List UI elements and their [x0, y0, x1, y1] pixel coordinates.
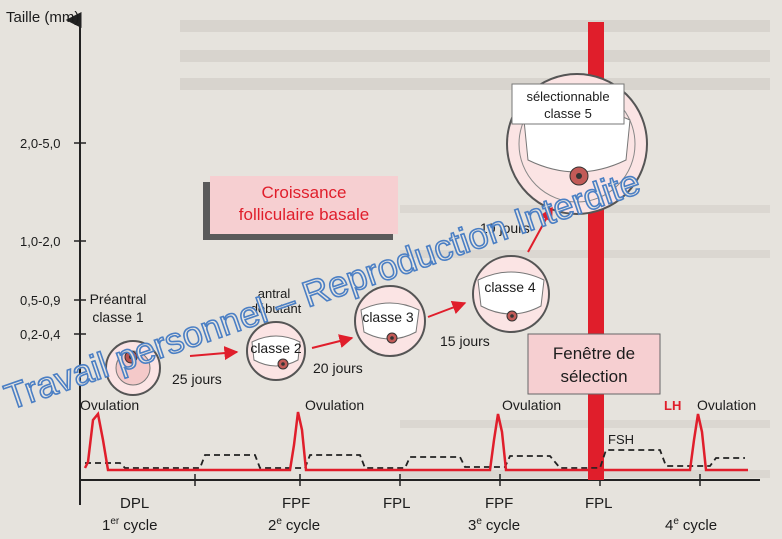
y-tick-label-1: 2,0-5,0	[20, 136, 60, 151]
class-2-label: classe 2	[250, 340, 302, 356]
selection-window-line-2: sélection	[560, 367, 627, 386]
selection-window-box: Fenêtre de sélection	[527, 333, 661, 395]
y-tick-label-3: 0,5-0,9	[20, 293, 60, 308]
follicle-class-3	[354, 285, 426, 357]
ovulation-label-4: Ovulation	[697, 397, 756, 413]
basal-growth-line-2: folliculaire basale	[239, 205, 369, 224]
antral-start-label-1: antral	[258, 286, 291, 301]
arrow-class4-class5	[527, 206, 553, 253]
fsh-curve	[85, 449, 745, 469]
preantral-label-2: classe 1	[92, 309, 144, 325]
y-tick-label-2: 1,0-2,0	[20, 234, 60, 249]
fsh-label: FSH	[608, 432, 634, 447]
antral-start-label-2: débutant	[251, 301, 302, 316]
duration-25: 25 jours	[172, 371, 222, 387]
duration-20: 20 jours	[313, 360, 363, 376]
class-5-label-box	[511, 83, 625, 125]
y-axis-label: Taille (mm)	[6, 9, 79, 26]
ovulation-label-3: Ovulation	[502, 397, 561, 413]
follicle-class-2	[246, 321, 306, 381]
phase-label-5: FPL	[585, 495, 613, 512]
class-4-label: classe 4	[484, 279, 536, 295]
selectable-label-2: classe 5	[544, 106, 592, 121]
follicle-class-1	[105, 340, 161, 396]
basal-growth-box: Croissance folliculaire basale	[203, 176, 398, 240]
selection-window-line-1: Fenêtre de	[553, 344, 635, 363]
phase-label-1: DPL	[120, 495, 149, 512]
phase-label-2: FPF	[282, 495, 310, 512]
arrow-class1-class2	[189, 346, 239, 361]
phase-label-4: FPF	[485, 495, 513, 512]
preantral-label-1: Préantral	[90, 291, 147, 307]
duration-10: 10 jours	[480, 220, 530, 236]
arrow-class3-class4	[427, 300, 467, 318]
ovulation-label-2: Ovulation	[305, 397, 364, 413]
selectable-label-1: sélectionnable	[526, 89, 609, 104]
arrow-class2-class3	[311, 334, 354, 349]
y-tick-label-4: 0,2-0,4	[20, 327, 60, 342]
follicle-class-4	[472, 255, 550, 333]
basal-growth-line-1: Croissance	[261, 183, 346, 202]
lh-label: LH	[664, 398, 681, 413]
lh-curve	[83, 411, 748, 472]
phase-label-3: FPL	[383, 495, 411, 512]
class-3-label: classe 3	[362, 309, 414, 325]
ovulation-label-1: Ovulation	[80, 397, 139, 413]
duration-15: 15 jours	[440, 333, 490, 349]
